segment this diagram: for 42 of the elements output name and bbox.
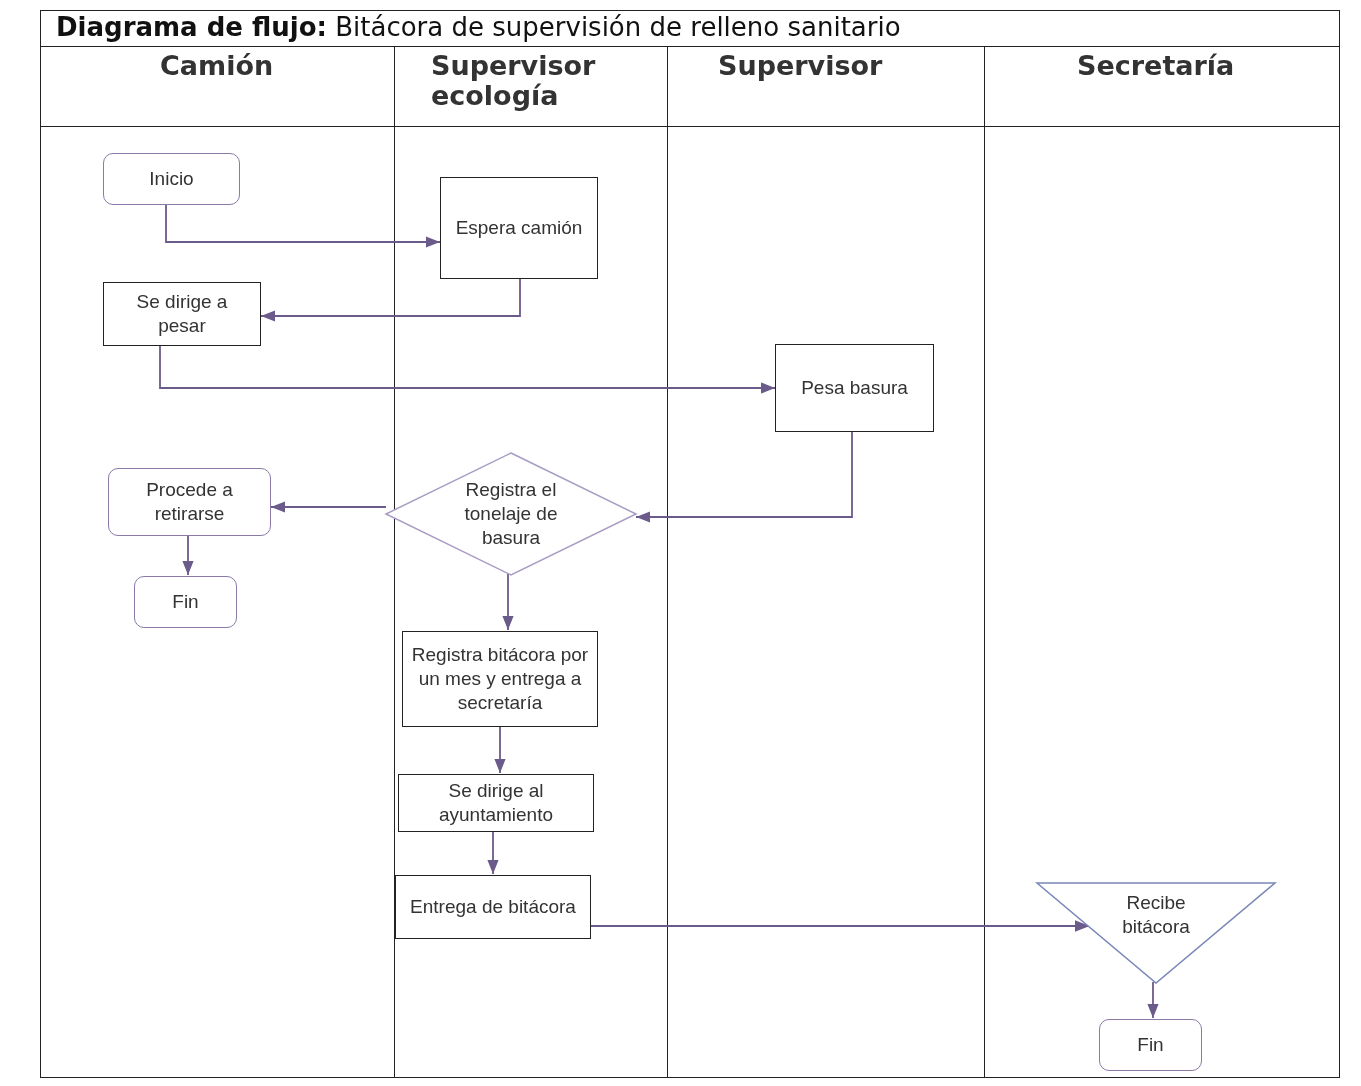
process-box bbox=[402, 631, 598, 727]
arrow bbox=[494, 725, 506, 774]
process-box bbox=[398, 774, 594, 832]
diagram-title: Diagrama de flujo: Bitácora de supervisión de relleno sanitario bbox=[56, 12, 901, 42]
merge-triangle bbox=[1037, 883, 1275, 983]
process-box bbox=[775, 344, 934, 432]
node-label: Registra el tonelaje de basura bbox=[463, 478, 559, 550]
node-label: Recibe bitácora bbox=[1121, 891, 1191, 939]
arrow bbox=[165, 203, 441, 248]
node-label: Registra bitácora por un mes y entrega a secretaría bbox=[410, 643, 590, 715]
terminal-box bbox=[134, 576, 237, 628]
process-box bbox=[440, 177, 598, 279]
swimlane bbox=[668, 46, 985, 1078]
arrow bbox=[590, 920, 1091, 932]
node-label: Se dirige al ayuntamiento bbox=[437, 779, 555, 827]
lane-header: Secretaría bbox=[1077, 51, 1236, 81]
lane-header: Camión bbox=[160, 51, 275, 81]
arrow bbox=[159, 344, 776, 394]
process-box bbox=[395, 875, 591, 939]
arrow bbox=[1147, 981, 1159, 1019]
node-label: Se dirige a pesar bbox=[135, 290, 229, 338]
arrow bbox=[182, 534, 194, 576]
node-label: Procede a retirarse bbox=[145, 478, 234, 526]
decision-diamond bbox=[386, 453, 636, 575]
node-label: Fin bbox=[172, 590, 199, 614]
arrow bbox=[502, 573, 514, 631]
terminal-box bbox=[103, 153, 240, 205]
swimlane bbox=[40, 46, 395, 1078]
arrow bbox=[270, 501, 387, 513]
arrow bbox=[635, 430, 853, 523]
node-label: Entrega de bitácora bbox=[410, 895, 576, 919]
arrow bbox=[487, 830, 499, 875]
node-label: Pesa basura bbox=[801, 376, 908, 400]
arrow bbox=[260, 277, 521, 322]
terminal-box bbox=[108, 468, 271, 536]
node-label: Fin bbox=[1137, 1033, 1164, 1057]
lane-header: Supervisor ecología bbox=[431, 51, 597, 111]
node-label: Espera camión bbox=[455, 216, 583, 240]
process-box bbox=[103, 282, 261, 346]
lane-header: Supervisor bbox=[718, 51, 884, 81]
node-label: Inicio bbox=[149, 167, 194, 191]
terminal-box bbox=[1099, 1019, 1202, 1071]
